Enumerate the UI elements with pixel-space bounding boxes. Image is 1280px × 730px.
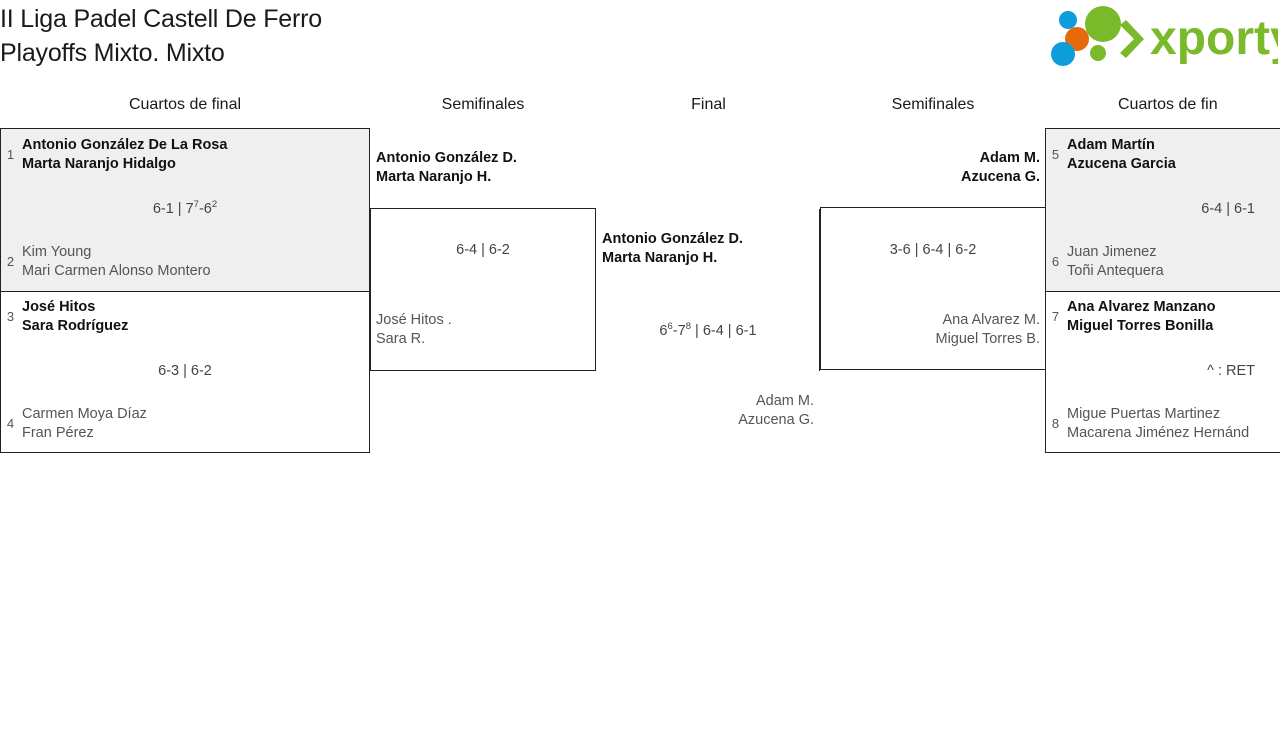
competitor-qf2-top[interactable]: 3 José Hitos Sara Rodríguez (6, 298, 128, 336)
player-2: Fran Pérez (22, 425, 94, 441)
competitor-qf2-bottom[interactable]: 4 Carmen Moya Díaz Fran Pérez (6, 405, 147, 443)
logo-chevron-icon (1120, 20, 1144, 58)
logo-dot-orange (1065, 27, 1089, 51)
team-names: Adam M. Azucena G. (596, 392, 814, 430)
competitor-qf4-top[interactable]: 7 Ana Alvarez Manzano Miguel Torres Boni… (1051, 298, 1216, 336)
player-2: Marta Naranjo H. (376, 169, 492, 185)
logo-dot-blue-top (1059, 11, 1077, 29)
player-2: Macarena Jiménez Hernánd (1067, 425, 1250, 441)
player-2: Azucena G. (961, 169, 1040, 185)
column-header-semifinals-left: Semifinales (441, 96, 525, 113)
xporty-logo-icon: xporty (1051, 6, 1278, 66)
player-2: Marta Naranjo H. (602, 250, 718, 266)
seed-number: 2 (6, 254, 15, 269)
score-sf-left: 6-4 | 6-2 (456, 242, 510, 258)
player-1: Kim Young (22, 244, 92, 260)
logo-dot-green-large (1085, 6, 1121, 42)
team-names: Juan Jimenez Toñi Antequera (1067, 243, 1164, 281)
column-header-final: Final (691, 96, 726, 113)
competitor-sf-right-top[interactable]: Adam M. Azucena G. (820, 149, 1040, 187)
competitor-qf1-bottom[interactable]: 2 Kim Young Mari Carmen Alonso Montero (6, 243, 211, 281)
player-1: Adam M. (755, 393, 814, 409)
player-1: José Hitos . (376, 312, 452, 328)
column-header-semifinals-right: Semifinales (891, 96, 975, 113)
player-2: Sara Rodríguez (22, 318, 129, 334)
player-1: Adam M. (979, 150, 1040, 166)
player-1: José Hitos (22, 299, 96, 315)
player-1: Antonio González D. (602, 231, 743, 247)
competitor-final-bottom[interactable]: Adam M. Azucena G. (596, 392, 814, 430)
competitor-sf-right-bottom[interactable]: Ana Alvarez M. Miguel Torres B. (820, 311, 1041, 349)
player-2: Marta Naranjo Hidalgo (22, 156, 176, 172)
team-names: Antonio González De La Rosa Marta Naranj… (22, 136, 227, 174)
player-2: Azucena Garcia (1067, 156, 1176, 172)
seed-number: 8 (1051, 416, 1060, 431)
team-names: José Hitos Sara Rodríguez (22, 298, 128, 336)
score-qf4: ^ : RET (1207, 363, 1255, 379)
title-line-2: Playoffs Mixto. Mixto (0, 39, 225, 67)
seed-number: 1 (6, 147, 15, 162)
seed-number: 3 (6, 309, 15, 324)
team-names: Antonio González D. Marta Naranjo H. (602, 230, 743, 268)
player-1: Juan Jimenez (1067, 244, 1157, 260)
team-names: Adam M. Azucena G. (820, 149, 1040, 187)
team-names: Kim Young Mari Carmen Alonso Montero (22, 243, 211, 281)
team-names: Migue Puertas Martinez Macarena Jiménez … (1067, 405, 1249, 443)
seed-number: 4 (6, 416, 15, 431)
competitor-sf-left-top[interactable]: Antonio González D. Marta Naranjo H. (376, 149, 517, 187)
player-2: Azucena G. (738, 412, 814, 428)
score-qf2: 6-3 | 6-2 (158, 363, 212, 379)
player-2: Miguel Torres Bonilla (1067, 318, 1214, 334)
player-1: Antonio González De La Rosa (22, 137, 228, 153)
competitor-qf3-bottom[interactable]: 6 Juan Jimenez Toñi Antequera (1051, 243, 1164, 281)
competitor-sf-left-bottom[interactable]: José Hitos . Sara R. (376, 311, 452, 349)
score-qf1: 6-1 | 77-62 (152, 199, 218, 217)
final-right-edge (819, 209, 820, 371)
seed-number: 7 (1051, 309, 1060, 324)
column-header-quarterfinals-left: Cuartos de final (128, 96, 242, 113)
team-names: José Hitos . Sara R. (376, 311, 452, 349)
team-names: Carmen Moya Díaz Fran Pérez (22, 405, 147, 443)
competitor-final-top[interactable]: Antonio González D. Marta Naranjo H. (602, 230, 743, 268)
logo-dot-green-small (1090, 45, 1106, 61)
competitor-qf4-bottom[interactable]: 8 Migue Puertas Martinez Macarena Jiméne… (1051, 405, 1249, 443)
logo-wordmark: xporty (1150, 12, 1278, 65)
match-box-sf-right[interactable] (820, 207, 1046, 370)
competitor-qf1-top[interactable]: 1 Antonio González De La Rosa Marta Nara… (6, 136, 228, 174)
xporty-logo[interactable]: xporty (1046, 6, 1278, 66)
logo-dot-blue-bottom (1051, 42, 1075, 66)
player-2: Toñi Antequera (1067, 263, 1164, 279)
player-2: Sara R. (376, 331, 426, 347)
seed-number: 6 (1051, 254, 1060, 269)
player-2: Miguel Torres B. (935, 331, 1041, 347)
team-names: Ana Alvarez Manzano Miguel Torres Bonill… (1067, 298, 1216, 336)
title-line-1: II Liga Padel Castell De Ferro (0, 5, 322, 33)
team-names: Adam Martín Azucena Garcia (1067, 136, 1176, 174)
player-1: Carmen Moya Díaz (22, 406, 147, 422)
score-sf-right: 3-6 | 6-4 | 6-2 (889, 242, 977, 258)
score-qf3: 6-4 | 6-1 (1201, 201, 1255, 217)
team-names: Antonio González D. Marta Naranjo H. (376, 149, 517, 187)
page-title: II Liga Padel Castell De Ferro Playoffs … (0, 2, 322, 70)
final-left-edge (595, 209, 596, 371)
seed-number: 5 (1051, 147, 1060, 162)
match-box-qf4[interactable] (1045, 291, 1280, 453)
player-1: Adam Martín (1067, 137, 1155, 153)
player-1: Ana Alvarez Manzano (1067, 299, 1216, 315)
player-2: Mari Carmen Alonso Montero (22, 263, 211, 279)
player-1: Ana Alvarez M. (942, 312, 1040, 328)
player-1: Migue Puertas Martinez (1067, 406, 1221, 422)
competitor-qf3-top[interactable]: 5 Adam Martín Azucena Garcia (1051, 136, 1176, 174)
score-final: 66-78 | 6-4 | 6-1 (659, 321, 757, 339)
player-1: Antonio González D. (376, 150, 517, 166)
match-box-qf1[interactable] (0, 128, 370, 292)
match-box-qf2[interactable] (0, 291, 370, 453)
team-names: Ana Alvarez M. Miguel Torres B. (820, 311, 1041, 349)
column-header-quarterfinals-right: Cuartos de fin (1118, 96, 1218, 113)
